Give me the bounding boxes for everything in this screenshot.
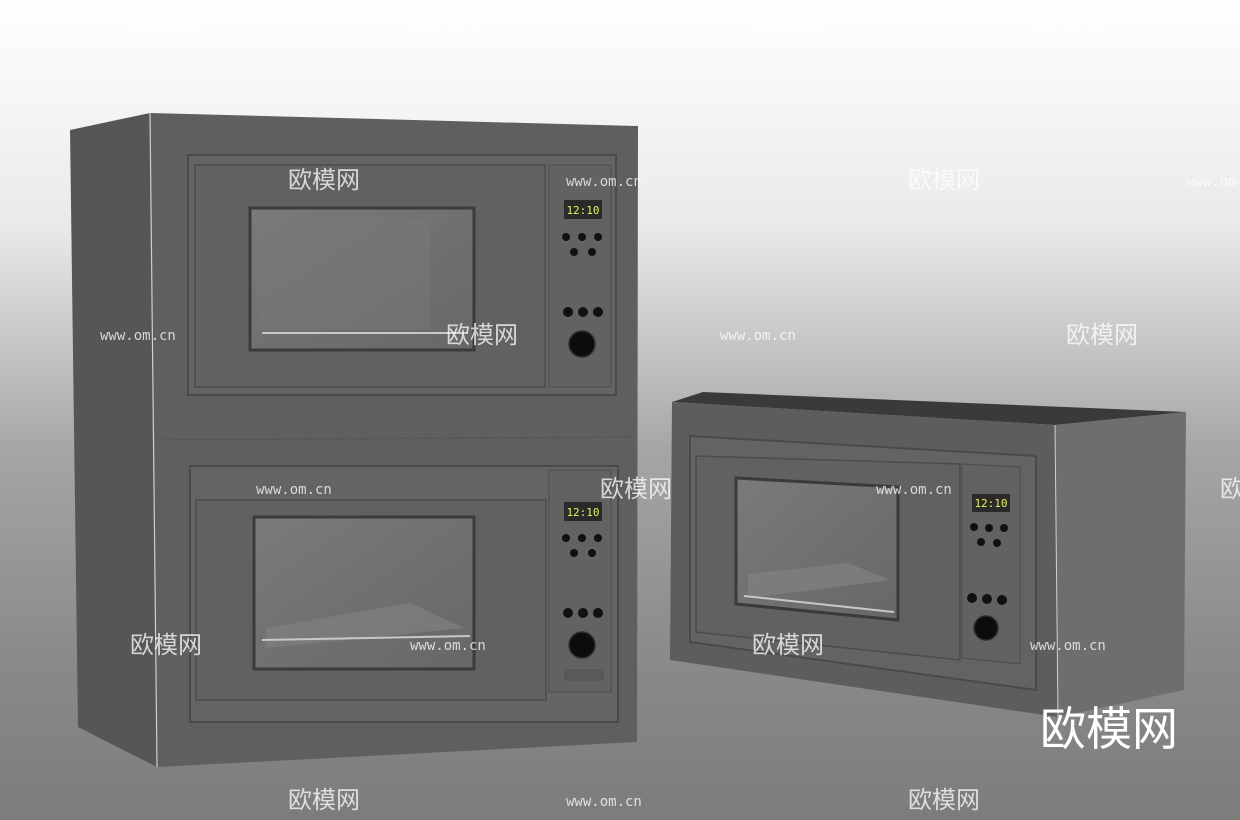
top-oven-clock: 12:10	[566, 204, 599, 217]
single-cabinet-top	[672, 392, 1186, 425]
top-oven-dial[interactable]	[568, 330, 596, 358]
stacked-oven-cabinet: 12:10 12:10	[70, 112, 638, 768]
watermark-url: www.om.cn	[1030, 18, 1106, 34]
bottom-oven-clock: 12:10	[566, 506, 599, 519]
watermark-brand: 欧模网	[288, 166, 360, 194]
watermark-brand: 欧模网	[1220, 475, 1240, 503]
watermark-url: www.om.cn	[876, 482, 952, 498]
watermark-url: www.om.cn	[410, 638, 486, 654]
watermark-url: www.om.cn	[100, 328, 176, 344]
corner-brand-watermark: 欧模网	[1040, 702, 1178, 756]
watermark-brand: 欧模网	[1066, 321, 1138, 349]
watermark-url: www.om.cn	[720, 328, 796, 344]
watermark-brand: 欧模网	[908, 166, 980, 194]
single-oven-display	[972, 494, 1010, 512]
watermark-url: www.om.cn	[1186, 174, 1240, 190]
watermark-brand: 欧模网	[130, 11, 202, 39]
bottom-oven-dial[interactable]	[568, 631, 596, 659]
watermark-url: www.om.cn	[256, 482, 332, 498]
watermark-layer: 欧模网 www.om.cn 欧模网 www.om.cn 欧模网 www.om.c…	[100, 11, 1240, 814]
watermark-brand: 欧模网	[908, 786, 980, 814]
cabinet-left-side	[70, 113, 157, 767]
watermark-brand: 欧模网	[446, 321, 518, 349]
single-oven-button-grid[interactable]	[967, 523, 1008, 605]
watermark-brand: 欧模网	[752, 631, 824, 659]
single-oven-dial[interactable]	[973, 615, 999, 641]
watermark-url: www.om.cn	[566, 794, 642, 810]
bottom-oven-button-grid[interactable]	[562, 534, 603, 618]
single-oven-cabinet: 12:10	[670, 392, 1186, 718]
bottom-oven-vent	[564, 669, 604, 681]
watermark-brand: 欧模网	[752, 11, 824, 39]
watermark-url: www.om.cn	[566, 174, 642, 190]
watermark-brand: 欧模网	[288, 786, 360, 814]
single-cabinet-side	[1055, 412, 1186, 717]
watermark-url: www.om.cn	[410, 18, 486, 34]
watermark-brand: 欧模网	[600, 475, 672, 503]
watermark-url: www.om.cn	[1030, 638, 1106, 654]
top-oven-button-grid[interactable]	[562, 233, 603, 317]
top-oven-display	[564, 200, 602, 219]
single-oven-control-panel	[961, 463, 1021, 665]
bottom-oven-display	[564, 502, 602, 521]
top-oven: 12:10	[187, 154, 617, 396]
bottom-oven: 12:10	[189, 465, 619, 723]
watermark-brand: 欧模网	[130, 631, 202, 659]
single-oven-clock: 12:10	[974, 497, 1007, 510]
